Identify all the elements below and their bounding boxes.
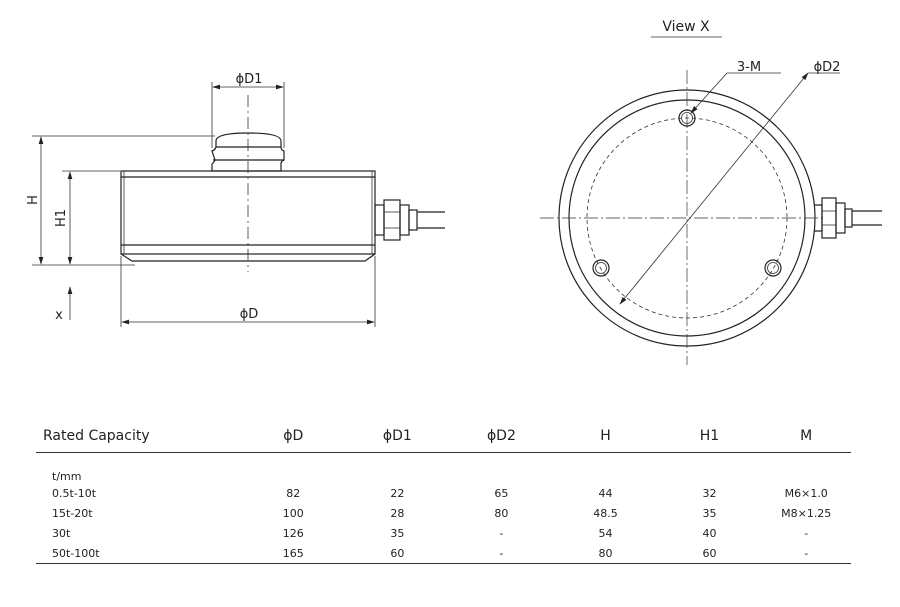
header-h1: H1 xyxy=(657,420,762,453)
table-header-row: Rated Capacity ϕD ϕD1 ϕD2 H H1 M xyxy=(36,420,851,453)
table-row: 50t-100t 165 60 - 80 60 - xyxy=(36,543,851,564)
cell-m: - xyxy=(804,526,809,540)
cell-capacity: 30t xyxy=(52,526,71,540)
header-h: H xyxy=(553,420,658,453)
cell-phi-d: 100 xyxy=(282,506,304,520)
technical-drawing: ϕD1 H H1 x ϕD View X xyxy=(26,19,882,365)
cell-phi-d: 126 xyxy=(282,526,304,540)
cell-h: 44 xyxy=(598,486,613,500)
table-row: 15t-20t 100 28 80 48.5 35 M8×1.25 xyxy=(36,503,851,523)
view-x: View X xyxy=(540,19,882,365)
cell-phi-d2: - xyxy=(499,526,504,540)
cell-h1: 32 xyxy=(702,486,717,500)
cell-m: M8×1.25 xyxy=(781,506,832,520)
unit-row: t/mm xyxy=(36,453,851,483)
cell-capacity: 0.5t-10t xyxy=(52,486,97,500)
cell-capacity: 50t-100t xyxy=(36,543,242,564)
cell-phi-d1: 35 xyxy=(390,526,405,540)
header-rated-capacity: Rated Capacity xyxy=(36,420,242,453)
cell-h1: 40 xyxy=(702,526,717,540)
dim-h-label: H xyxy=(26,195,41,205)
cell-phi-d2: - xyxy=(449,543,554,564)
cell-phi-d2: 65 xyxy=(494,486,509,500)
dim-phi-d1-label: ϕD1 xyxy=(236,72,263,87)
cell-phi-d1: 28 xyxy=(390,506,405,520)
label-3-m: 3-M xyxy=(737,60,761,75)
cell-phi-d1: 22 xyxy=(390,486,405,500)
table-row: 30t 126 35 - 54 40 - xyxy=(36,523,851,543)
header-phi-d2: ϕD2 xyxy=(449,420,554,453)
view-x-arrow-label: x xyxy=(55,308,63,323)
view-x-title: View X xyxy=(662,19,710,35)
cable-gland xyxy=(374,199,445,241)
cell-h: 48.5 xyxy=(593,506,618,520)
label-phi-d2: ϕD2 xyxy=(814,60,841,75)
cell-phi-d: 82 xyxy=(286,486,301,500)
header-phi-d1: ϕD1 xyxy=(345,420,450,453)
dim-h1-label: H1 xyxy=(54,209,69,227)
cell-h1: 60 xyxy=(657,543,762,564)
cell-m: M6×1.0 xyxy=(784,486,828,500)
cell-m: - xyxy=(761,543,851,564)
cell-h: 54 xyxy=(598,526,613,540)
table-row: 0.5t-10t 82 22 65 44 32 M6×1.0 xyxy=(36,483,851,503)
side-view: ϕD1 H H1 x ϕD xyxy=(26,72,445,327)
cell-h: 80 xyxy=(553,543,658,564)
cell-phi-d2: 80 xyxy=(494,506,509,520)
mounting-hole-right xyxy=(764,259,782,277)
unit-label: t/mm xyxy=(52,470,82,483)
cell-phi-d1: 60 xyxy=(345,543,450,564)
header-phi-d: ϕD xyxy=(241,420,346,453)
cell-capacity: 15t-20t xyxy=(52,506,93,520)
cable-gland-view-x xyxy=(814,197,882,239)
cell-phi-d: 165 xyxy=(241,543,346,564)
base-ring xyxy=(120,253,376,262)
dim-phi-d-label: ϕD xyxy=(240,307,259,322)
cell-h1: 35 xyxy=(702,506,717,520)
specification-table: Rated Capacity ϕD ϕD1 ϕD2 H H1 M t/mm 0.… xyxy=(36,420,851,564)
header-m: M xyxy=(761,420,851,453)
mounting-hole-left xyxy=(592,259,610,277)
